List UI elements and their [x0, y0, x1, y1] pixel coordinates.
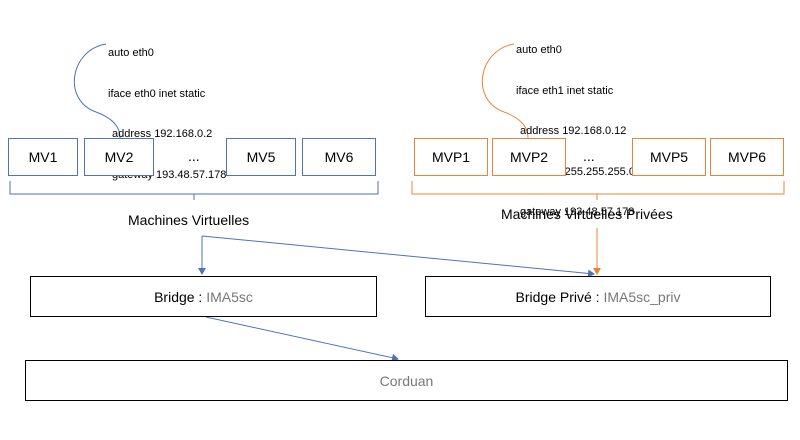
private-bridge-name: IMA5sc_priv — [603, 288, 681, 305]
brace-left — [9, 181, 379, 200]
vm-box-mv2[interactable]: MV2 — [84, 138, 154, 176]
private-bridge-box[interactable]: Bridge Privé : IMA5sc_priv — [425, 276, 771, 317]
brace-right — [411, 181, 785, 200]
config-right-line-3: address 192.168.0.12 — [520, 125, 627, 137]
config-right: auto eth0 iface eth1 inet static address… — [516, 17, 635, 233]
group-label-virtual-machines: Machines Virtuelles — [128, 212, 250, 228]
bridge-name: IMA5sc — [206, 288, 253, 305]
arrow-vm-to-private-bridge — [201, 235, 595, 278]
vm-box-mv6[interactable]: MV6 — [302, 138, 376, 176]
config-right-line-2: iface eth1 inet static — [516, 84, 614, 97]
vm-box-mvp2[interactable]: MVP2 — [492, 138, 566, 176]
group-label-private-virtual-machines: Machines Virtuelles Privées — [501, 206, 673, 222]
arrow-bridge-to-corduan — [205, 316, 399, 362]
config-left-line-2: iface eth0 inet static — [108, 87, 206, 100]
vm-box-mv5[interactable]: MV5 — [226, 138, 296, 176]
bridge-label: Bridge : — [154, 288, 207, 305]
vm-ellipsis-right: ... — [583, 148, 595, 164]
config-right-connector — [481, 43, 529, 139]
config-left: auto eth0 iface eth0 inet static address… — [108, 20, 226, 196]
vm-box-mvp6[interactable]: MVP6 — [710, 138, 784, 176]
vm-ellipsis-left: ... — [188, 148, 200, 164]
bridge-box[interactable]: Bridge : IMA5sc — [30, 276, 377, 317]
vm-box-mvp5[interactable]: MVP5 — [632, 138, 706, 176]
private-bridge-label: Bridge Privé : — [515, 288, 604, 305]
network-name: Corduan — [379, 372, 434, 389]
vm-box-mvp1[interactable]: MVP1 — [414, 138, 488, 176]
config-left-line-3: address 192.168.0.2 — [112, 128, 213, 140]
config-right-line-1: auto eth0 — [516, 44, 562, 56]
config-right-line-5: gateway 193.48.57.178 — [520, 206, 635, 218]
config-left-line-1: auto eth0 — [108, 47, 154, 59]
config-left-connector — [73, 43, 121, 139]
vm-box-mv1[interactable]: MV1 — [8, 138, 78, 176]
network-box-corduan[interactable]: Corduan — [25, 360, 788, 401]
